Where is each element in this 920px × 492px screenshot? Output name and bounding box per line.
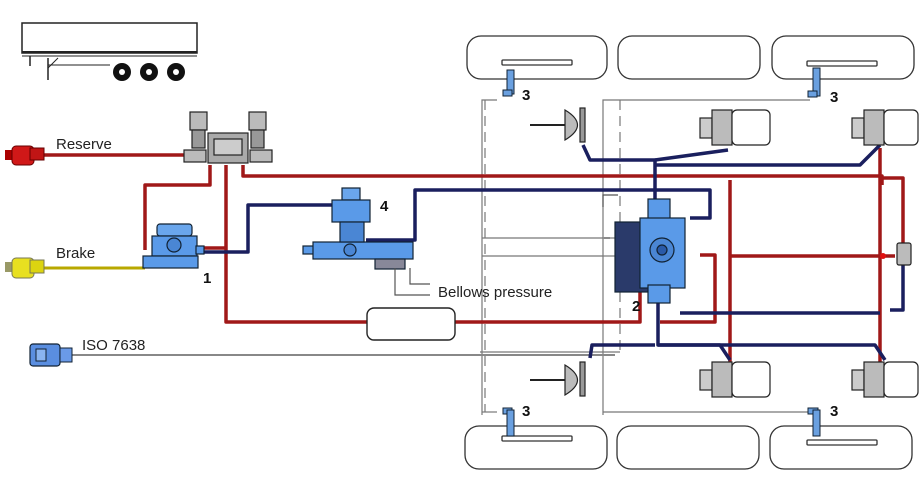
sensor-3-top-left-label: 3 (522, 87, 530, 104)
emergency-relay-valve-icon (142, 223, 205, 269)
air-reservoir (366, 307, 456, 341)
wheel-top-left (466, 35, 608, 80)
bellows-pressure-label: Bellows pressure (438, 284, 552, 301)
wheel-speed-sensor-bottom-left-icon (502, 407, 515, 437)
sensor-3-bottom-left-label: 3 (522, 403, 530, 420)
brake-chamber-top-left-icon (530, 107, 586, 143)
wheel-bottom-left (464, 425, 608, 470)
wheels (464, 35, 915, 470)
brake-chamber-bottom-left-icon (530, 361, 586, 397)
spring-brake-chamber-bottom-middle-icon (699, 361, 771, 398)
iso-7638-connector-icon (29, 343, 73, 367)
wheel-top-right (771, 35, 915, 80)
wheel-speed-sensor-top-right-icon (807, 67, 821, 98)
spring-brake-chamber-bottom-right-icon (851, 361, 919, 398)
spring-brake-chamber-top-right-icon (851, 109, 919, 146)
bellows-pressure-lines (394, 268, 430, 296)
abs-modulator-ecu-icon (614, 198, 686, 304)
wheel-top-middle (617, 35, 761, 80)
wheel-speed-sensor-bottom-right-icon (807, 407, 821, 437)
component-4-label: 4 (380, 198, 389, 215)
reserve-label: Reserve (56, 136, 112, 153)
chassis-outline (480, 99, 810, 415)
sensor-3-bottom-right-label: 3 (830, 403, 838, 420)
load-sensing-valve-icon (302, 187, 414, 270)
reserve-coupling-icon (5, 145, 45, 166)
sensor-3-top-right-label: 3 (830, 89, 838, 106)
park-release-valve-icon (183, 111, 273, 164)
relay-valve-right-icon (896, 242, 912, 266)
reserve-supply-lines (40, 148, 905, 392)
wheel-bottom-middle (616, 425, 760, 470)
brake-coupling-icon (5, 257, 45, 279)
brake-label: Brake (56, 245, 95, 262)
junction-dot (880, 253, 886, 259)
wheel-bottom-right (769, 425, 913, 470)
iso-7638-label: ISO 7638 (82, 337, 145, 354)
spring-brake-chamber-top-middle-icon (699, 109, 771, 146)
wheel-speed-sensor-top-left-icon (502, 69, 515, 97)
trailer-icon (21, 22, 198, 81)
sensor-wiring (602, 194, 618, 239)
component-2-label: 2 (632, 298, 640, 315)
control-lines (196, 143, 905, 361)
component-1-label: 1 (203, 270, 211, 287)
